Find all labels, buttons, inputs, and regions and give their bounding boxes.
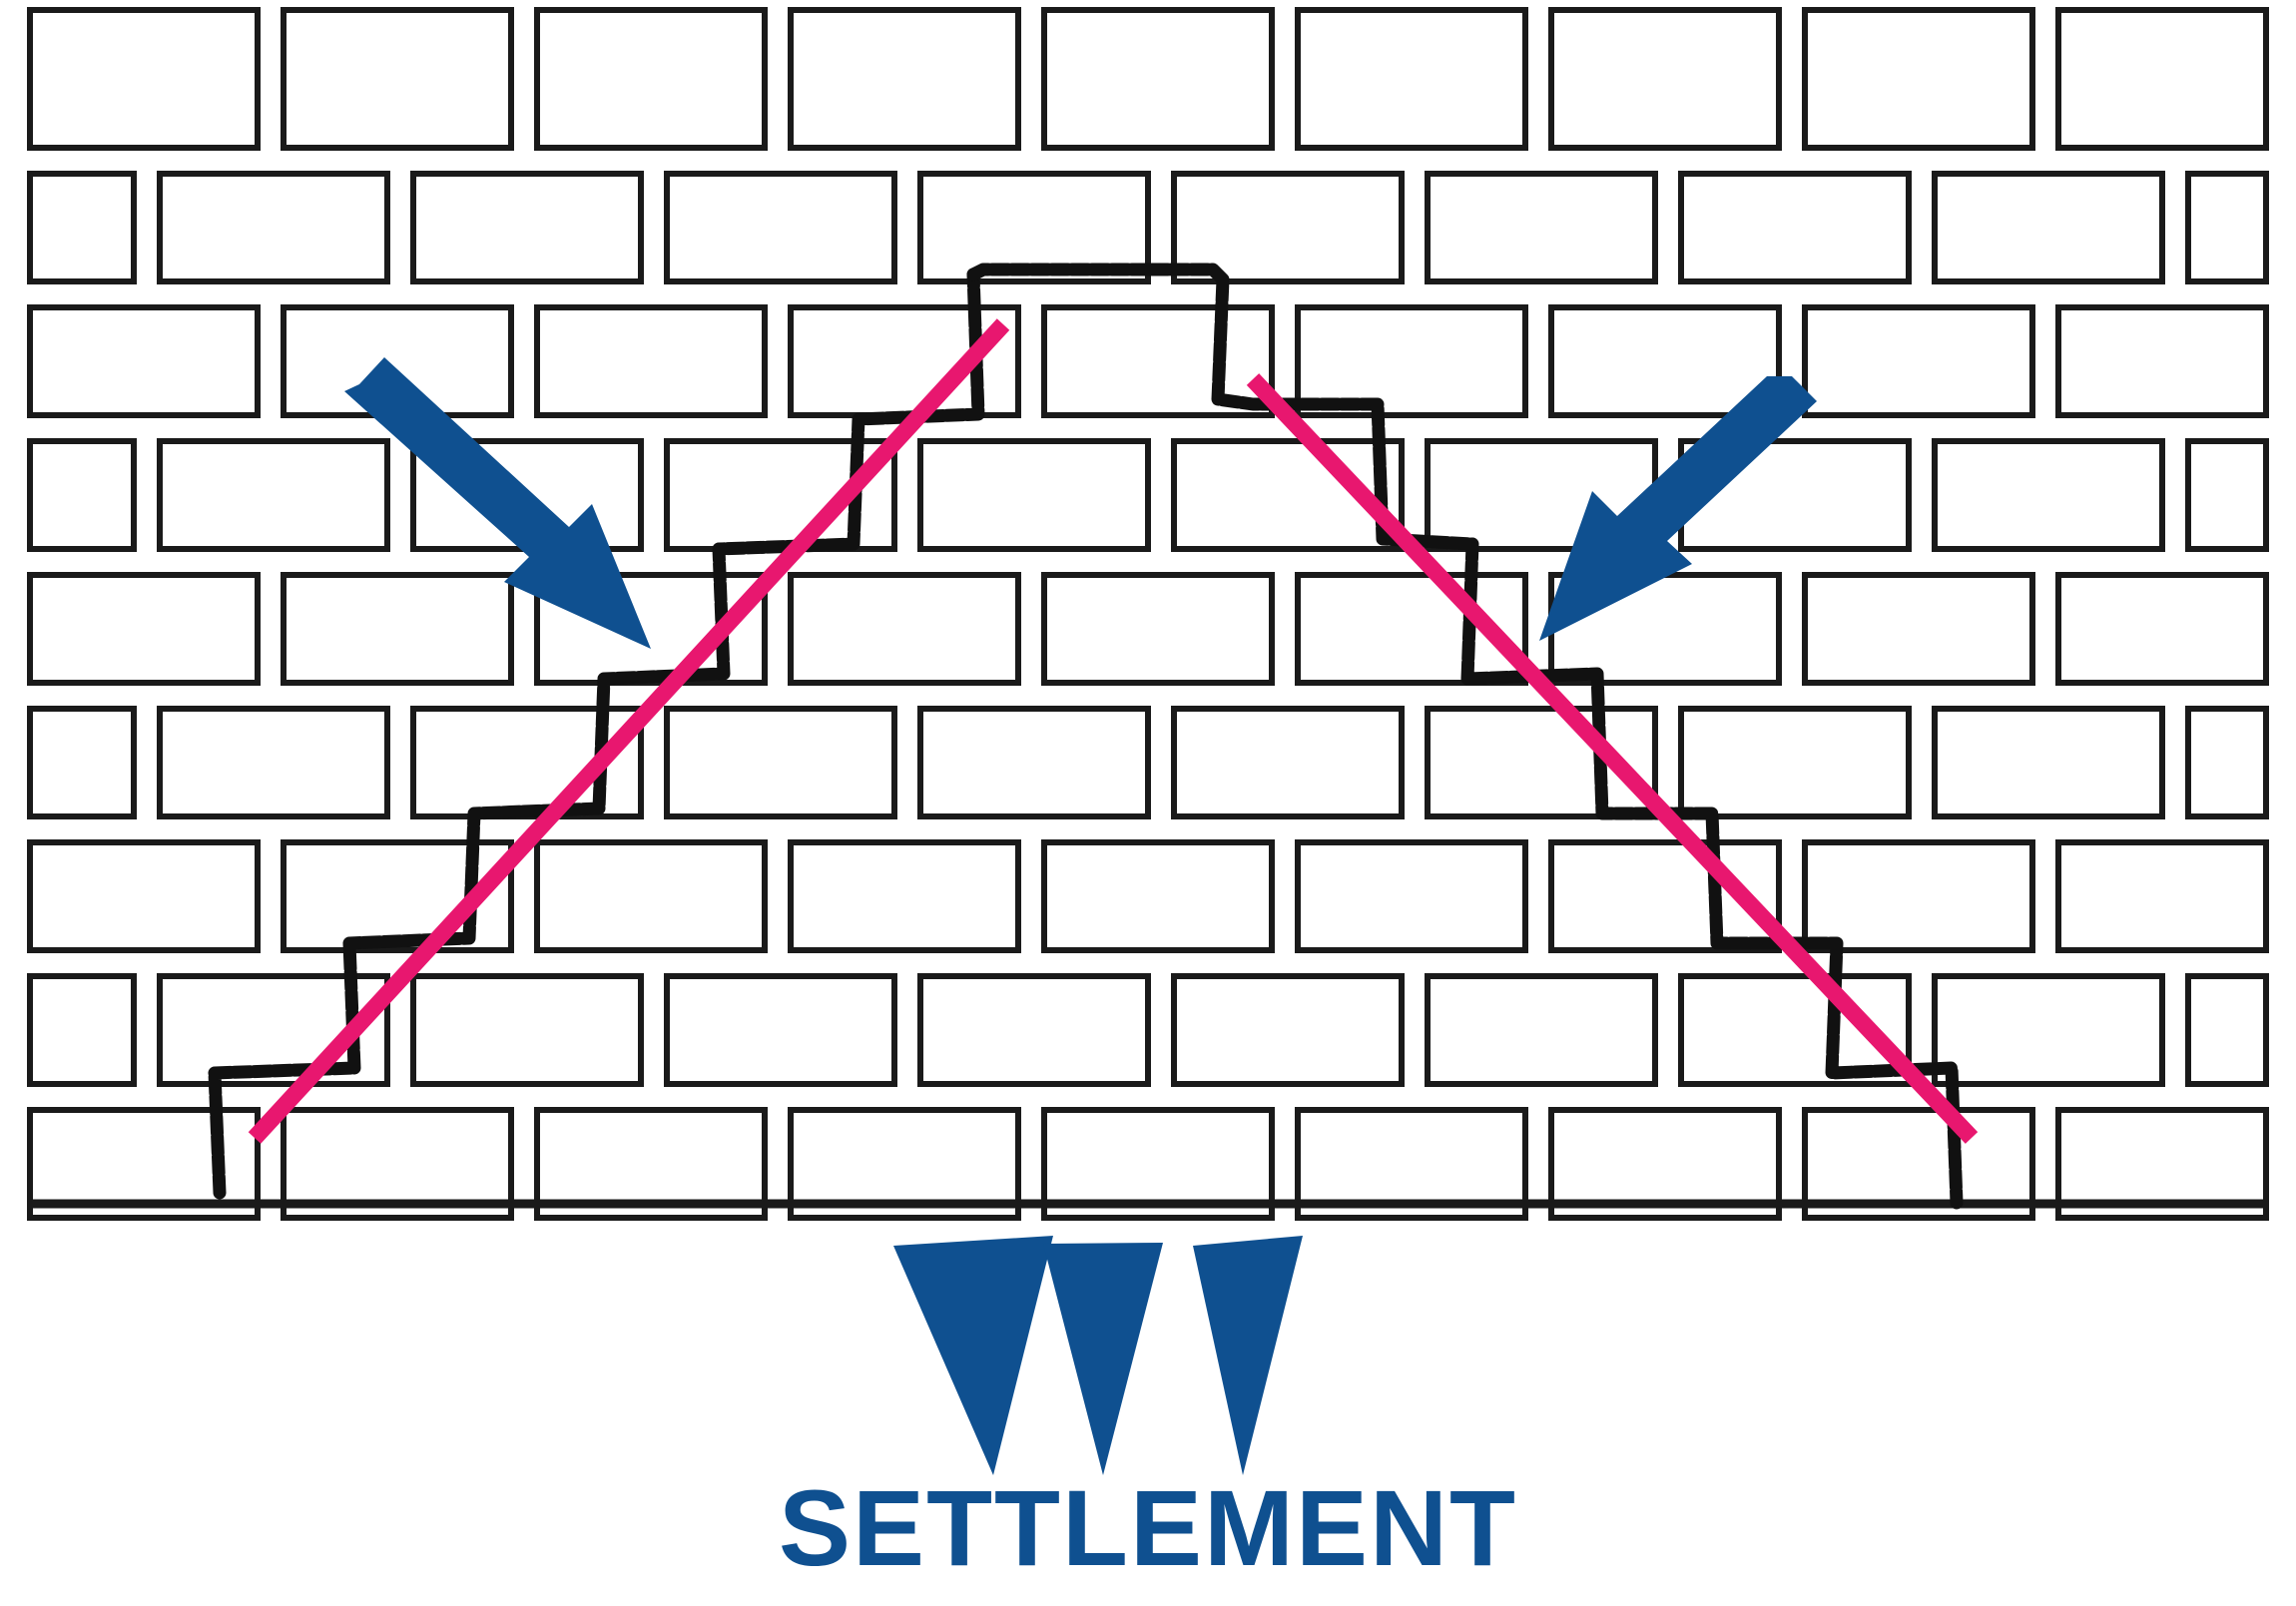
brick [27, 973, 137, 1087]
brick [2185, 706, 2269, 819]
stepped-crack-left [208, 268, 985, 1200]
brick [281, 839, 514, 953]
brick [157, 438, 390, 552]
brick [1548, 304, 1782, 418]
brick [1041, 572, 1275, 686]
brick [664, 973, 897, 1087]
brick [1171, 438, 1405, 552]
brick [917, 171, 1151, 284]
diagonal-line-right [1246, 373, 1979, 1144]
brick [1041, 839, 1275, 953]
brick [2055, 1107, 2269, 1221]
brick [917, 973, 1151, 1087]
brick [2055, 572, 2269, 686]
brick [788, 7, 1021, 151]
brick [664, 171, 897, 284]
brick [2185, 973, 2269, 1087]
brick [1802, 839, 2035, 953]
stepped-crack-right [966, 263, 1964, 1210]
brick [27, 438, 137, 552]
brick [27, 706, 137, 819]
diagonal-line-left [248, 318, 1010, 1144]
brick [1295, 7, 1528, 151]
brick [788, 572, 1021, 686]
settlement-triangle [1193, 1236, 1303, 1475]
brick [27, 1107, 261, 1221]
brick [157, 706, 390, 819]
brick [1678, 706, 1912, 819]
brick [534, 1107, 768, 1221]
brick [1932, 438, 2165, 552]
brick [1932, 973, 2165, 1087]
brick [2055, 7, 2269, 151]
brick [534, 7, 768, 151]
brick [1171, 171, 1405, 284]
brick [2055, 839, 2269, 953]
brick [281, 1107, 514, 1221]
arrow-down-left [1539, 376, 1817, 641]
brick [1932, 171, 2165, 284]
brick [1678, 973, 1912, 1087]
brick [1171, 973, 1405, 1087]
brick [1171, 706, 1405, 819]
brick [1425, 973, 1658, 1087]
brick [1802, 304, 2035, 418]
brick [27, 171, 137, 284]
brick [1932, 706, 2165, 819]
brick [664, 706, 897, 819]
brick [157, 973, 390, 1087]
brick [1295, 1107, 1528, 1221]
brick [410, 973, 644, 1087]
brick [1425, 171, 1658, 284]
brick [27, 572, 261, 686]
brick [1548, 1107, 1782, 1221]
brick-wall [27, 7, 2269, 1221]
settlement-caption: SETTLEMENT [779, 1467, 1517, 1588]
settlement-triangle [893, 1236, 1053, 1475]
brick [534, 839, 768, 953]
brick [917, 438, 1151, 552]
brick [1041, 7, 1275, 151]
brick [410, 171, 644, 284]
settlement-triangle [1043, 1243, 1163, 1475]
brick [1295, 304, 1528, 418]
brick [1041, 304, 1275, 418]
brick [1802, 572, 2035, 686]
brick [788, 1107, 1021, 1221]
brick [1678, 171, 1912, 284]
brick [1548, 7, 1782, 151]
arrow-down-right [344, 357, 651, 649]
brick [2185, 438, 2269, 552]
brick [1295, 572, 1528, 686]
brick [1425, 706, 1658, 819]
arrow-group [344, 357, 1817, 649]
brick [281, 7, 514, 151]
settlement-marker-group [893, 1236, 1303, 1475]
trend-line-group [248, 318, 1979, 1144]
brick [534, 304, 768, 418]
brick [1548, 839, 1782, 953]
crack-group [208, 263, 1964, 1210]
brick [27, 7, 261, 151]
brick [27, 839, 261, 953]
brick [917, 706, 1151, 819]
brick [157, 171, 390, 284]
brick [27, 304, 261, 418]
brick [788, 839, 1021, 953]
brick [281, 572, 514, 686]
brick [1041, 1107, 1275, 1221]
brick [1295, 839, 1528, 953]
brick [2185, 171, 2269, 284]
brick [2055, 304, 2269, 418]
brick [1802, 7, 2035, 151]
brick [1802, 1107, 2035, 1221]
